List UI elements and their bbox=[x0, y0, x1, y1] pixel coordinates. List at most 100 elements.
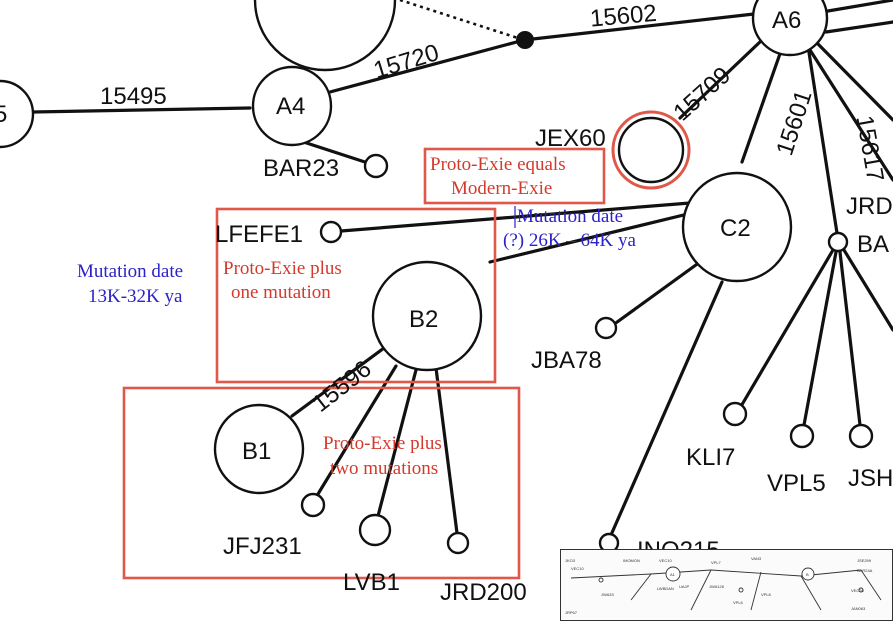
inset-mini-network: JKO3 VEC10 IMOMON VEC10 LWBDAN VPL7 VAN3… bbox=[565, 556, 882, 615]
junction-node bbox=[516, 31, 534, 49]
annotation-mutation-date-right-line2: (?) 26K – 64K ya bbox=[503, 230, 637, 251]
label-jrd200: JRD200 bbox=[440, 579, 527, 606]
label-vpl5: VPL5 bbox=[767, 470, 826, 497]
inset-label: VAN3 bbox=[751, 556, 762, 561]
inset-label: BAR24A bbox=[857, 568, 873, 573]
edge-a6-jex60 bbox=[678, 38, 764, 120]
edge-a6-right-3 bbox=[816, 42, 893, 122]
label-jfj231: JFJ231 bbox=[223, 533, 302, 560]
edge-label-15495: 15495 bbox=[100, 83, 167, 110]
node-a4 bbox=[251, 65, 333, 147]
inset-label: A1 bbox=[670, 572, 676, 577]
inset-label: IMOMON bbox=[623, 558, 640, 563]
annotation-two-mutations-line2: two mutations bbox=[330, 458, 438, 479]
edge-junction-a6 bbox=[522, 12, 756, 42]
inset-label: JRP67 bbox=[565, 610, 578, 615]
edge-b2-lvb1 bbox=[376, 368, 418, 518]
highlight-box-two-mutations bbox=[122, 386, 521, 580]
edge-a6-right-2 bbox=[824, 20, 893, 34]
annotation-one-mutation-line1: Proto-Exie plus bbox=[223, 258, 342, 279]
inset-label: UAJP bbox=[679, 584, 690, 589]
edge-a4-junction bbox=[328, 38, 526, 94]
inset-label: VPL7 bbox=[711, 560, 722, 565]
inset-label: VEC10 bbox=[659, 558, 672, 563]
node-jrd200 bbox=[446, 531, 470, 555]
label-node-5: 5 bbox=[0, 101, 7, 128]
annotation-mutation-date-left-line1: Mutation date bbox=[77, 261, 183, 282]
edge-ba-kli7 bbox=[738, 248, 835, 410]
annotation-two-mutations-line1: Proto-Exie plus bbox=[323, 433, 442, 454]
node-jex60-outer bbox=[617, 116, 685, 184]
inset-label: VEC10 bbox=[571, 566, 584, 571]
node-5 bbox=[0, 79, 35, 149]
edge-b2-jrd200 bbox=[434, 366, 459, 535]
inset-label: JWA33 bbox=[601, 592, 615, 597]
node-lvb1 bbox=[358, 513, 392, 547]
annotation-proto-equals-line2: Modern-Exie bbox=[451, 178, 552, 199]
partial-node-top-left bbox=[253, 0, 397, 72]
network-inset-thumbnail: JKO3 VEC10 IMOMON VEC10 LWBDAN VPL7 VAN3… bbox=[560, 549, 893, 621]
inset-label: VEC26 bbox=[851, 588, 864, 593]
edge-a6-right-4 bbox=[808, 48, 893, 182]
edge-a6-ba bbox=[806, 44, 839, 235]
highlight-box-one-mutation bbox=[215, 207, 497, 384]
label-a6: A6 bbox=[772, 7, 801, 34]
inset-label: JAN063 bbox=[851, 606, 866, 611]
edge-label-15617: 15617 bbox=[851, 113, 889, 183]
edge-a6-c2 bbox=[740, 46, 784, 164]
node-lfefe1 bbox=[319, 220, 343, 244]
label-lfefe1: LFEFE1 bbox=[215, 221, 303, 248]
inset-label: B bbox=[806, 572, 809, 577]
inset-label: JWA126 bbox=[709, 584, 725, 589]
edge-ba-right bbox=[842, 248, 893, 332]
label-jsh: JSH bbox=[848, 465, 893, 492]
edge-c2-ino215 bbox=[609, 280, 724, 537]
label-b1: B1 bbox=[242, 438, 271, 465]
inset-label: JSE299 bbox=[857, 558, 872, 563]
edge-ba-jsh bbox=[838, 250, 862, 427]
annotation-one-mutation-line2: one mutation bbox=[231, 282, 331, 303]
label-b2: B2 bbox=[409, 306, 438, 333]
edge-label-15601: 15601 bbox=[771, 87, 817, 159]
node-jex60-ring bbox=[611, 110, 691, 190]
node-ba bbox=[827, 231, 849, 253]
node-jsh bbox=[848, 423, 874, 449]
node-vpl5 bbox=[789, 423, 815, 449]
label-lvb1: LVB1 bbox=[343, 569, 400, 596]
edge-label-15709: 15709 bbox=[668, 62, 736, 127]
node-b2 bbox=[371, 260, 483, 372]
inset-label: VPL6 bbox=[733, 600, 744, 605]
label-kli7: KLI7 bbox=[686, 444, 735, 471]
annotation-mutation-date-left-line2: 13K-32K ya bbox=[88, 286, 183, 307]
inset-label: VPL8 bbox=[761, 592, 772, 597]
annotation-proto-equals-line1: Proto-Exie equals bbox=[430, 154, 566, 175]
label-jrd: JRD bbox=[846, 193, 893, 220]
edge-label-15596: 15596 bbox=[307, 355, 376, 417]
dotted-edge bbox=[399, 0, 525, 42]
highlight-box-jex60 bbox=[423, 147, 606, 205]
edge-5-a4 bbox=[31, 106, 252, 114]
edge-a6-right-1 bbox=[820, 0, 893, 14]
node-jba78 bbox=[594, 316, 618, 340]
node-a6 bbox=[751, 0, 829, 57]
label-ba: BA bbox=[857, 231, 889, 258]
label-bar23: BAR23 bbox=[263, 155, 339, 182]
node-jfj231 bbox=[300, 492, 326, 518]
edge-ba-vpl5 bbox=[802, 250, 838, 427]
inset-label: JKO3 bbox=[565, 558, 576, 563]
node-c2 bbox=[681, 171, 793, 283]
edge-label-15602: 15602 bbox=[589, 0, 658, 33]
inset-label: LWBDAN bbox=[657, 586, 674, 591]
edge-c2-b2 bbox=[488, 210, 698, 264]
edge-c2-jba78 bbox=[611, 260, 702, 327]
node-kli7 bbox=[722, 401, 748, 427]
label-c2: C2 bbox=[720, 215, 751, 242]
label-jex60: JEX60 bbox=[535, 125, 606, 152]
label-jba78: JBA78 bbox=[531, 347, 602, 374]
edge-label-15720: 15720 bbox=[370, 39, 442, 84]
annotation-mutation-date-right-line1: Mutation date bbox=[517, 206, 623, 227]
node-bar23 bbox=[363, 153, 389, 179]
node-b1 bbox=[213, 403, 305, 495]
label-a4: A4 bbox=[276, 93, 305, 120]
